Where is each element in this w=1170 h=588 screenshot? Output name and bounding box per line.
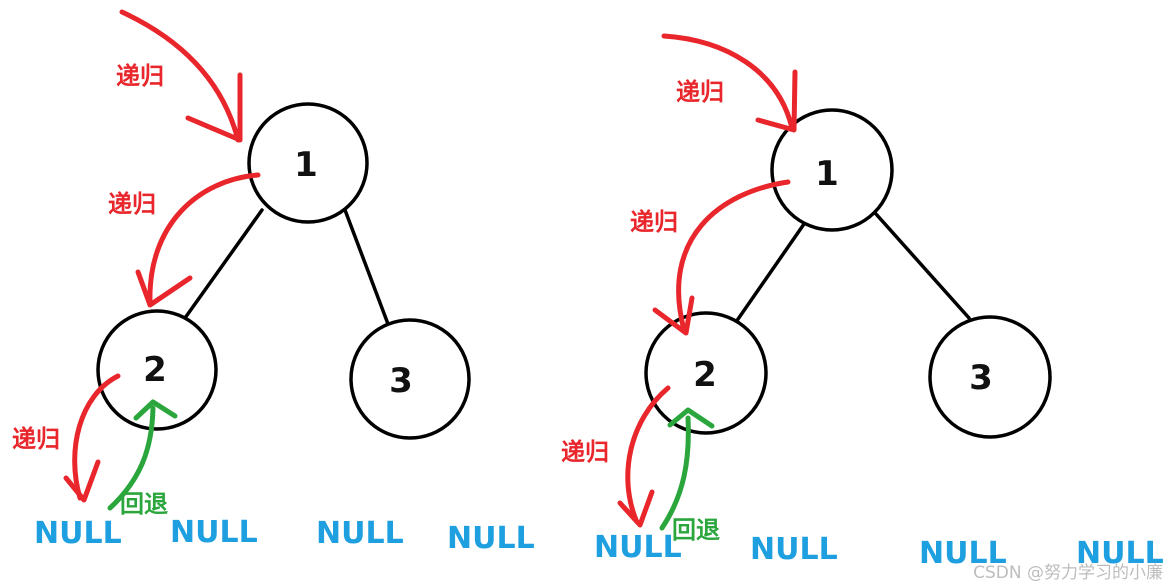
tree-node-1: 1 — [770, 108, 894, 232]
node-label: 1 — [294, 145, 318, 185]
edge-1-2 — [183, 208, 264, 320]
recursion-arrow-mid — [147, 172, 261, 305]
null-leaf: NULL — [1076, 536, 1164, 571]
backtrack-label: 回退 — [672, 516, 720, 544]
null-leaf: NULL — [750, 532, 838, 567]
null-leaf: NULL — [170, 515, 258, 550]
edge-1-3 — [343, 208, 390, 326]
edge-1-3 — [874, 212, 971, 320]
recursion-label-top: 递归 — [676, 78, 724, 106]
node-label: 2 — [143, 350, 167, 390]
recursion-arrow-mid-head — [652, 295, 695, 336]
backtrack-label: 回退 — [120, 490, 168, 518]
recursion-arrow-low-head — [617, 489, 655, 528]
null-leaf: NULL — [919, 536, 1007, 571]
right-diagram: 1 2 3 递归 递归 递归 回退 NULL NULL NULL NULL — [561, 33, 1164, 571]
recursion-arrow-mid — [676, 179, 791, 333]
backtrack-arrow — [659, 415, 691, 531]
recursion-label-top: 递归 — [116, 62, 164, 90]
tree-node-3: 3 — [928, 315, 1052, 439]
tree-node-2: 2 — [644, 311, 768, 435]
recursion-arrow-top-head — [185, 72, 243, 143]
recursion-label-low: 递归 — [12, 425, 60, 453]
null-leaf: NULL — [316, 516, 404, 551]
recursion-arrow-top — [661, 33, 795, 131]
node-label: 1 — [815, 154, 839, 194]
recursion-arrow-mid-head — [135, 269, 193, 308]
recursion-arrow-top — [119, 9, 241, 143]
recursion-label-mid: 递归 — [630, 208, 678, 236]
tree-node-2: 2 — [96, 309, 218, 431]
tree-node-1: 1 — [247, 102, 369, 224]
tree-node-3: 3 — [349, 318, 471, 440]
recursion-arrow-low-head — [63, 459, 101, 503]
node-label: 3 — [389, 361, 413, 401]
node-label: 2 — [693, 355, 717, 395]
backtrack-arrow-head — [667, 407, 715, 429]
null-leaf: NULL — [594, 530, 682, 565]
node-label: 3 — [969, 358, 993, 398]
null-leaf: NULL — [447, 521, 535, 556]
watermark: CSDN @努力学习的小廉 — [973, 563, 1163, 583]
recursion-label-low: 递归 — [561, 438, 609, 466]
backtrack-arrow — [107, 405, 156, 511]
left-diagram: 1 2 3 递归 递归 递归 回退 NULL NULL NULL NULL — [12, 9, 535, 556]
null-leaf: NULL — [34, 516, 122, 551]
backtrack-arrow-head — [133, 399, 178, 421]
recursion-arrow-top-head — [755, 69, 798, 133]
edge-1-2 — [734, 222, 806, 324]
recursion-label-mid: 递归 — [108, 190, 156, 218]
recursion-arrow-low — [72, 373, 121, 501]
recursion-arrow-low — [625, 385, 671, 523]
